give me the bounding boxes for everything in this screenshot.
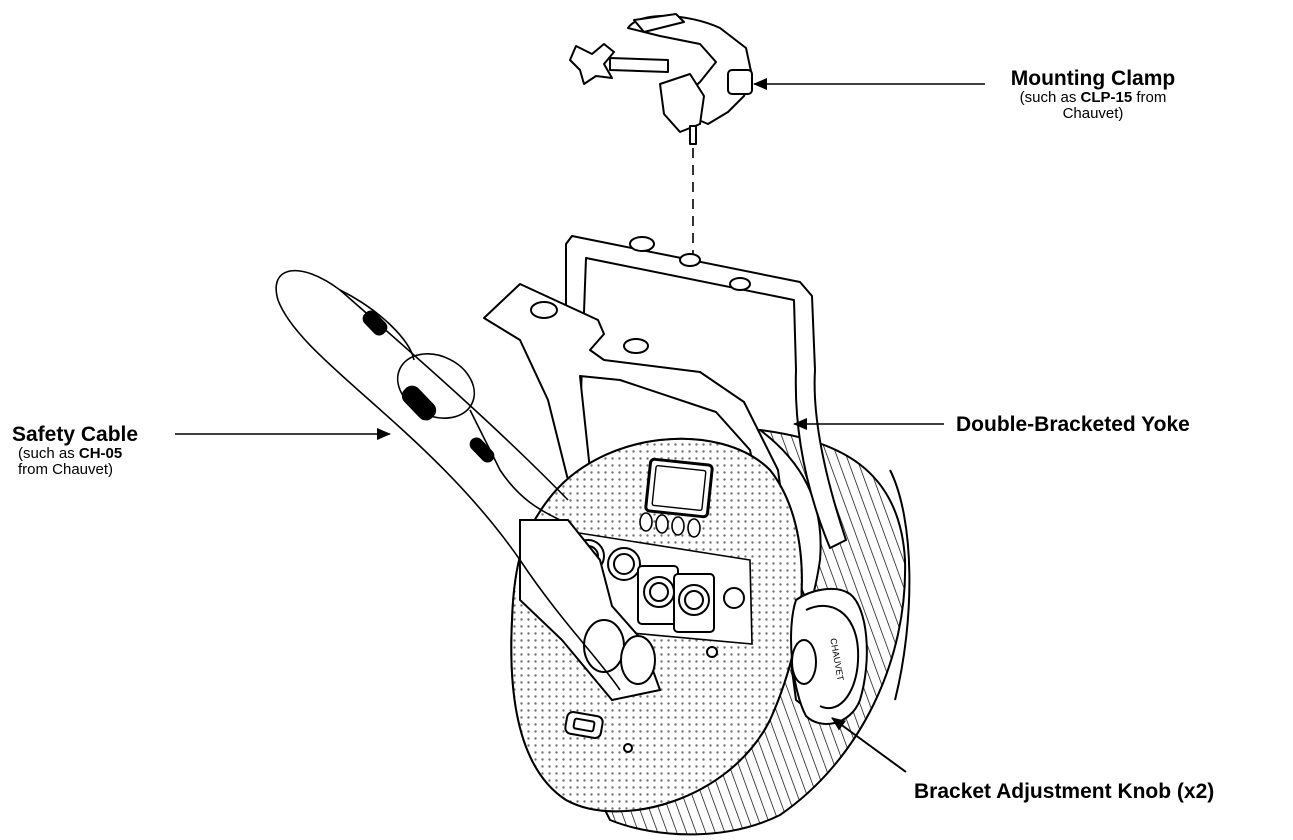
mounting-clamp-title: Mounting Clamp [1010,67,1176,90]
safety-cable-example: (such as CH-05 [18,445,123,463]
safety-cable-title: Safety Cable [12,423,139,446]
yoke-rear-bracket [565,235,847,549]
mounting-clamp-source: Chauvet) [1062,104,1124,122]
safety-cable-source: from Chauvet) [18,460,114,478]
mounting-clamp-example: (such as CLP-15 from [1019,89,1167,107]
bracket-adjustment-knob: CHAUVET [790,587,868,725]
yoke-label: Double-Bracketed Yoke [956,413,1190,436]
safety-cable-label: Safety Cable (such as CH-05 from Chauvet… [12,423,212,478]
rear-panel [510,437,803,813]
knob-title: Bracket Adjustment Knob (x2) [914,780,1215,803]
mounting-clamp [569,13,753,145]
knob-leader-line [831,717,907,773]
yoke-title: Double-Bracketed Yoke [956,413,1190,436]
safety-cable [275,269,621,691]
mounting-clamp-label: Mounting Clamp (such as CLP-15 from Chau… [988,67,1198,122]
knob-label: Bracket Adjustment Knob (x2) [914,780,1215,803]
